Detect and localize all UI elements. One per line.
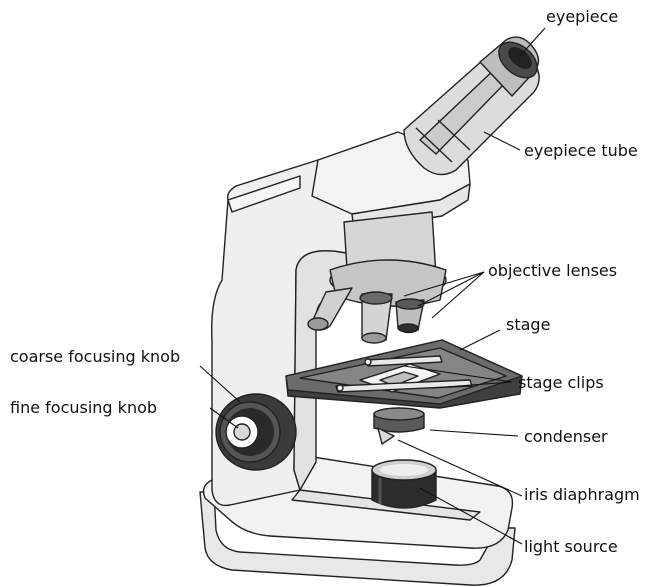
objective-lens-middle (360, 292, 392, 343)
label-objective-lenses: objective lenses (488, 261, 617, 280)
label-coarse-focusing-knob: coarse focusing knob (10, 347, 180, 366)
light-source (372, 460, 436, 508)
label-stage: stage (506, 315, 550, 334)
label-condenser: condenser (524, 427, 608, 446)
leader-condenser (430, 430, 518, 436)
leader-eyepiece-tube (484, 132, 520, 150)
stage (286, 340, 522, 408)
label-light-source: light source (524, 537, 618, 556)
objective-lens-right (396, 299, 424, 333)
label-stage-clips: stage clips (518, 373, 604, 392)
label-eyepiece: eyepiece (546, 7, 618, 26)
label-iris-diaphragm: iris diaphragm (524, 485, 640, 504)
fine-focusing-knob (226, 416, 258, 448)
label-eyepiece-tube: eyepiece tube (524, 141, 638, 160)
condenser (374, 408, 424, 432)
leader-stage (460, 330, 500, 350)
label-fine-focusing-knob: fine focusing knob (10, 398, 157, 417)
